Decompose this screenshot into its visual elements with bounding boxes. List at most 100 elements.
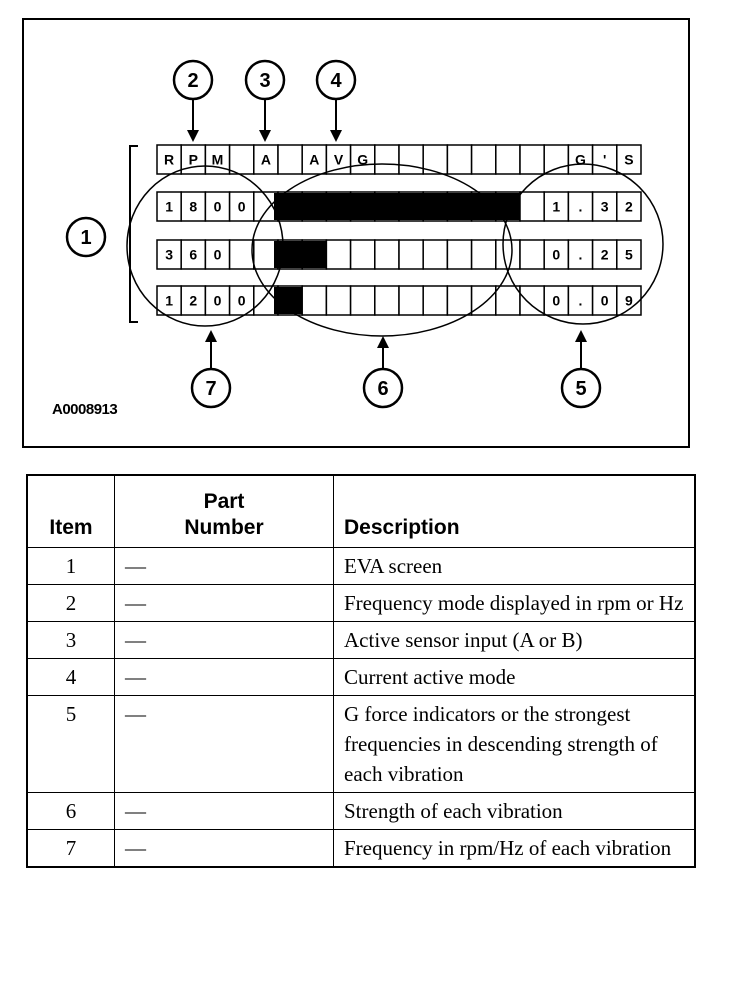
row-desc: Frequency in rpm/Hz of each vibration [333, 828, 696, 867]
leader-arrow-5-head [575, 330, 587, 342]
header-part-number-text: Part Number [184, 489, 264, 539]
screen-char: 8 [189, 199, 197, 215]
group-ellipse-frequency [126, 165, 284, 327]
leader-arrow-7-head [205, 330, 217, 342]
row-item: 1 [26, 546, 115, 585]
screen-cell [495, 285, 521, 316]
row-part: — [114, 583, 334, 622]
screen-cell [543, 285, 570, 316]
table-row: 2—Frequency mode displayed in rpm or Hz [26, 583, 696, 622]
row-item: 2 [26, 583, 115, 622]
screen-cell [277, 144, 303, 175]
screen-char: 3 [601, 199, 609, 215]
screen-cell [374, 239, 400, 270]
row-desc: Frequency mode displayed in rpm or Hz [333, 583, 696, 622]
row-item: 6 [26, 791, 115, 830]
legend-table: Item Part Number Description 1—EVA scree… [26, 474, 696, 868]
screen-cell [398, 239, 424, 270]
screen-cell [180, 144, 207, 175]
screen-char: 1 [165, 199, 173, 215]
callout-number: 6 [377, 378, 388, 400]
screen-cell [495, 239, 521, 270]
table-row: 1—EVA screen [26, 546, 696, 585]
screen-cell [325, 285, 352, 316]
screen-cell [398, 285, 424, 316]
callout-number: 5 [575, 378, 586, 400]
screen-cell [470, 144, 497, 175]
screen-char: 0 [552, 293, 560, 309]
screen-char: 2 [625, 199, 633, 215]
leader-arrow-4-head [330, 130, 342, 142]
screen-char: V [334, 152, 344, 168]
screen-char: . [579, 247, 583, 263]
screen-cell [519, 191, 545, 222]
screen-cell [156, 191, 182, 222]
screen-cell [519, 239, 545, 270]
screen-char: 0 [214, 247, 222, 263]
screen-cell [446, 144, 473, 175]
row-desc: Current active mode [333, 657, 696, 696]
screen-cell [519, 285, 545, 316]
screen-cell [253, 239, 279, 270]
row-part: — [114, 620, 334, 659]
screen-cell [228, 144, 255, 175]
table-row: 4—Current active mode [26, 657, 696, 696]
strength-bar [274, 193, 520, 220]
screen-cell [325, 144, 352, 175]
row-item: 3 [26, 620, 115, 659]
screen-cell [543, 239, 570, 270]
screen-char: 2 [601, 247, 609, 263]
screen-char: 0 [601, 293, 609, 309]
screen-char: 0 [238, 293, 246, 309]
screen-char: 1 [552, 199, 560, 215]
screen-cell [446, 285, 473, 316]
screen-cell [495, 144, 521, 175]
callout-number: 4 [330, 70, 342, 92]
screen-cell [616, 144, 642, 175]
group-ellipse-strength [251, 163, 513, 337]
screen-cell [398, 144, 424, 175]
screen-char: . [579, 293, 583, 309]
screen-cell [301, 285, 328, 316]
row-part: — [114, 828, 334, 867]
screen-char: 0 [238, 199, 246, 215]
group-ellipse-gforce [502, 163, 664, 325]
screen-char: R [164, 152, 174, 168]
table-row: 3—Active sensor input (A or B) [26, 620, 696, 659]
table-row: 7—Frequency in rpm/Hz of each vibration [26, 828, 696, 867]
table-header-row: Item Part Number Description [26, 474, 696, 548]
screen-cell [616, 239, 642, 270]
row-desc: Strength of each vibration [333, 791, 696, 830]
screen-cell [349, 144, 376, 175]
screen-char: 5 [625, 247, 633, 263]
leader-arrow-2-head [187, 130, 199, 142]
row-item: 4 [26, 657, 115, 696]
screen-cell [567, 285, 594, 316]
header-part-number: Part Number [114, 474, 334, 548]
screen-cell [567, 191, 594, 222]
screen-char: G [357, 152, 368, 168]
screen-cell [349, 239, 376, 270]
screen-cell [422, 144, 449, 175]
row-item: 7 [26, 828, 115, 867]
screen-cell [422, 239, 449, 270]
screen-cell [204, 191, 231, 222]
legend-body: 1—EVA screen 2—Frequency mode displayed … [26, 546, 696, 867]
screen-bracket [129, 145, 138, 323]
screen-char: 1 [165, 293, 173, 309]
screen-cell [325, 239, 352, 270]
screen-char: P [189, 152, 198, 168]
screen-cell [204, 239, 231, 270]
screen-cell [543, 191, 570, 222]
row-desc: G force indicators or the strongest freq… [333, 694, 696, 793]
screen-cell [156, 285, 182, 316]
header-description: Description [333, 474, 696, 548]
screen-cell [228, 239, 255, 270]
callout-number: 3 [259, 70, 270, 92]
screen-cell [543, 144, 570, 175]
screen-cell [156, 144, 182, 175]
screen-cell [519, 144, 545, 175]
figure-id-label: A0008913 [52, 401, 118, 418]
row-part: — [114, 546, 334, 585]
screen-char: 9 [625, 293, 633, 309]
